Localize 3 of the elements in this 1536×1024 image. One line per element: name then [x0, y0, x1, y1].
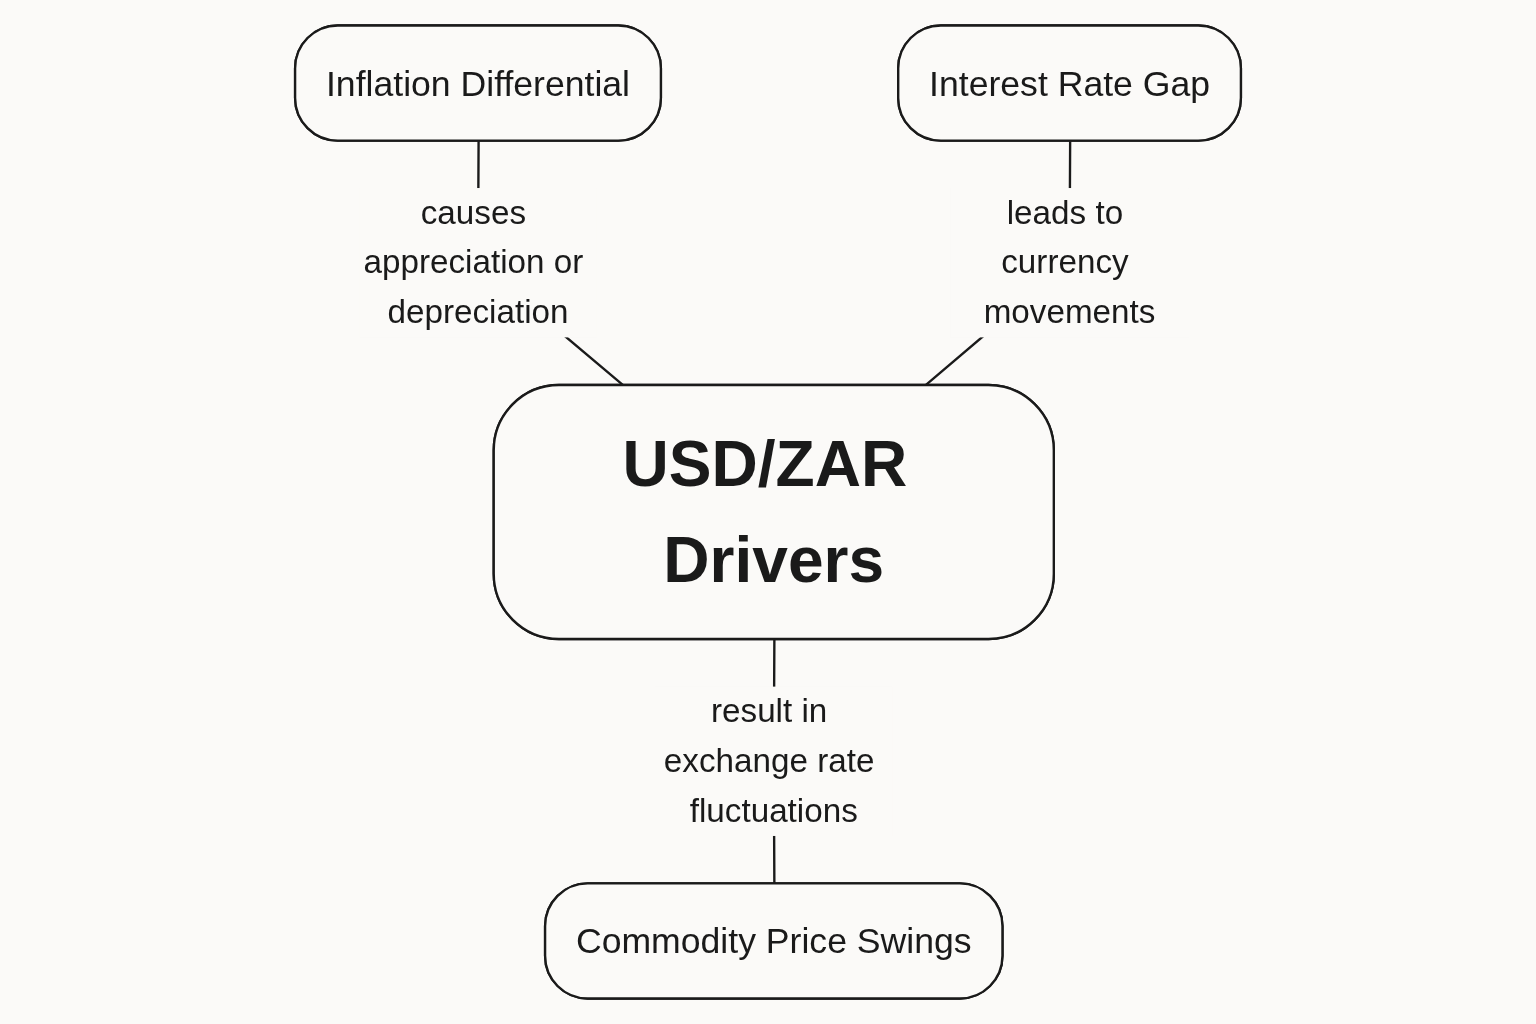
edge-label: result in exchange rate fluctuations	[663, 692, 875, 829]
edge-label: causes appreciation or depreciation	[363, 193, 584, 331]
edge-label: leads to currency movements	[983, 193, 1156, 331]
